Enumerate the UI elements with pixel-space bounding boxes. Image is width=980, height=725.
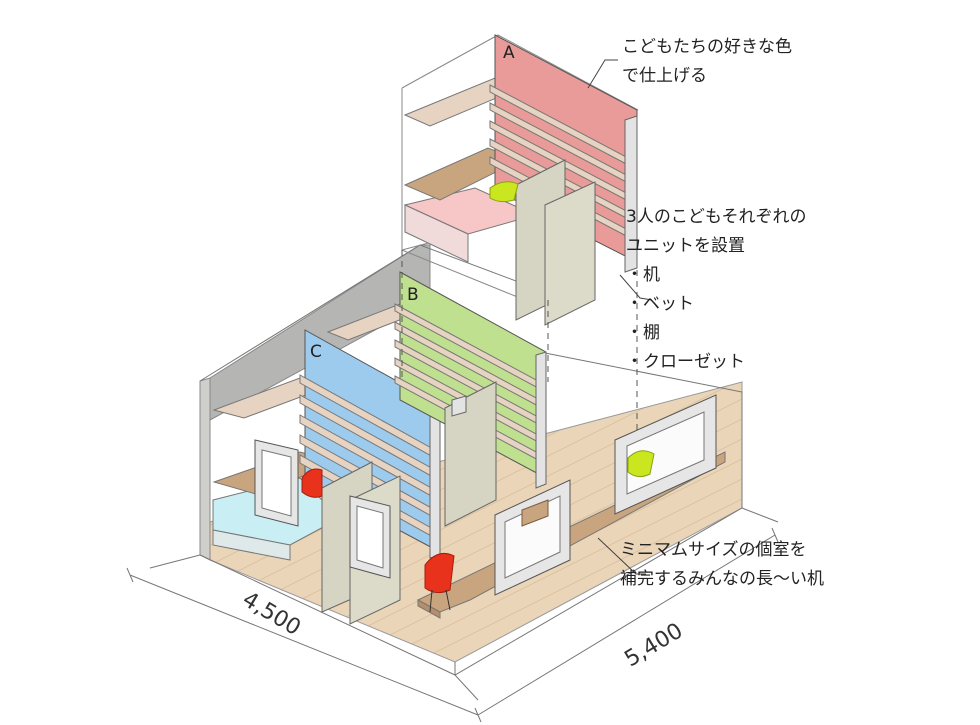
unit-b-closet xyxy=(444,381,497,527)
green-chair-2-icon xyxy=(627,450,655,478)
annotation-units-line-1: 3人のこどもそれぞれの xyxy=(626,207,807,227)
unit-a: A xyxy=(401,34,639,470)
leader-lines xyxy=(587,59,653,575)
unit-b-label: B xyxy=(407,285,419,305)
annotation-desk: ミニマムサイズの個室を 補完するみんなの長〜い机 xyxy=(620,536,824,594)
annotation-colors: こどもたちの好きな色 で仕上げる xyxy=(622,33,792,91)
green-chair-icon xyxy=(489,181,519,203)
annotation-units: 3人のこどもそれぞれの ユニットを設置 ・机 ・ベット ・棚 ・クローゼット xyxy=(626,203,806,377)
unit-a-post xyxy=(624,115,638,273)
long-desk xyxy=(416,394,726,619)
dimension-lines xyxy=(126,507,779,723)
unit-c: C xyxy=(212,329,441,625)
annotation-colors-line-1: こどもたちの好きな色 xyxy=(622,37,792,57)
left-wall xyxy=(199,377,211,561)
unit-c-window-1 xyxy=(254,439,299,527)
annotation-units-item-closet: ・クローゼット xyxy=(626,352,745,372)
annotation-units-line-2: ユニットを設置 xyxy=(626,236,745,256)
unit-b-post xyxy=(535,351,547,489)
unit-b: B xyxy=(326,271,547,527)
unit-c-window-2 xyxy=(349,495,391,579)
annotation-colors-line-2: で仕上げる xyxy=(622,66,707,86)
dimension-depth: 5,400 xyxy=(621,618,688,672)
annotation-units-item-desk: ・机 xyxy=(626,265,660,285)
annotation-units-item-bed: ・ベット xyxy=(626,294,694,314)
red-chair-2-icon xyxy=(424,553,455,613)
annotation-desk-line-2: 補完するみんなの長〜い机 xyxy=(620,569,824,589)
unit-c-label: C xyxy=(310,342,322,362)
annotation-units-item-shelf: ・棚 xyxy=(626,323,660,343)
wood-chair-icon xyxy=(521,499,549,527)
unit-a-label: A xyxy=(503,43,515,63)
unit-c-post xyxy=(429,411,441,559)
red-chair-icon xyxy=(301,468,323,498)
annotation-desk-line-1: ミニマムサイズの個室を xyxy=(620,540,807,560)
